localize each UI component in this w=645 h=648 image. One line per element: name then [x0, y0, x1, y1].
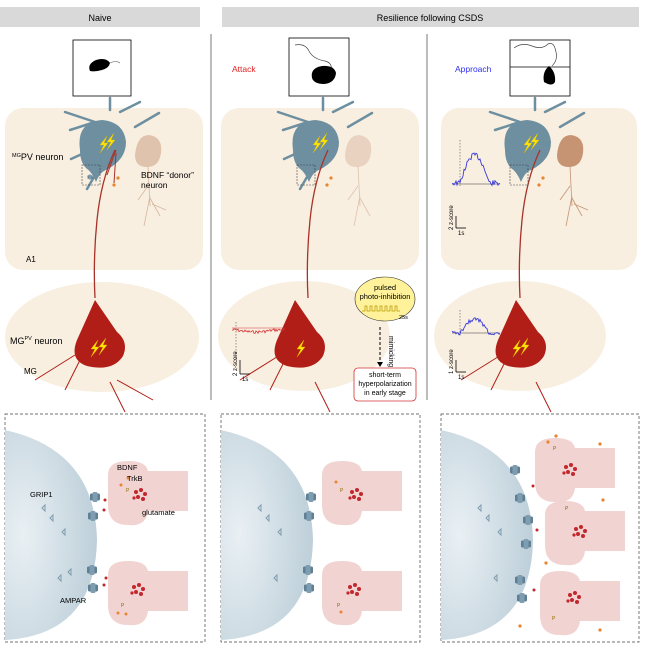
bdnf-synapse-label: BDNF: [117, 463, 138, 472]
hyperpolarization-box: [353, 367, 417, 402]
boutons-naive: [41, 461, 188, 626]
glutamate-label: glutamate: [142, 508, 175, 517]
bdnf-donor-label-2: neuron: [141, 180, 168, 190]
phospho-label-1: P: [126, 488, 130, 494]
trkb-label: TrkB: [127, 474, 143, 483]
mgpv-neuron-label: MGPV neuron: [12, 152, 63, 162]
grip1-label: GRIP1: [30, 490, 53, 499]
pulse-train: [362, 305, 400, 312]
postsynaptic-approach: [441, 430, 533, 640]
postsynaptic-attack: [221, 430, 313, 640]
attack-scale-z: 2 z-score: [233, 351, 239, 376]
bdnf-donor-neuron: [135, 135, 167, 227]
mg-pv-neuron: [34, 300, 154, 413]
approach-label: Approach: [455, 64, 492, 74]
phospho-approach-1: P: [553, 446, 557, 452]
result-line3: in early stage: [364, 390, 406, 397]
phospho-attack-1: P: [340, 488, 344, 494]
boutons-attack: [257, 461, 402, 626]
neurons-attack: 2 z-score 1s: [231, 96, 374, 413]
behavior-box-approach: Approach: [455, 39, 571, 97]
behavior-box-attack: Attack: [232, 37, 350, 97]
mg-pv-neuron-label: MGPV neuron: [10, 336, 62, 346]
pulsed-line2: photo-inhibition: [360, 292, 411, 301]
pulsed-line1: pulsed: [374, 283, 396, 292]
mg-axon: [93, 149, 116, 299]
phospho-approach-3: P: [552, 616, 556, 622]
phospho-approach-2: P: [565, 506, 569, 512]
attack-trace: 2 z-score 1s: [231, 322, 286, 383]
header-naive: Naive: [0, 7, 200, 27]
synapse-inset-box: [81, 164, 101, 186]
approach-trace-a1: 2 z-score 1s: [449, 140, 501, 237]
result-line2: hyperpolarization: [358, 381, 411, 388]
a1-label: A1: [26, 255, 36, 264]
approach-scale-s1-mg: 1s: [458, 375, 464, 381]
header-resilience: Resilience following CSDS: [222, 7, 639, 27]
neurons-approach: 2 z-score 1s 1 z-score 1s: [449, 96, 589, 413]
header-naive-label: Naive: [88, 13, 111, 23]
neurons-naive: MGPV neuron BDNF “donor” neuron MGPV neu…: [10, 96, 194, 413]
phospho-attack-2: P: [337, 603, 341, 609]
approach-scale-s1: 1s: [458, 231, 464, 237]
approach-scale-z2: 2 z-score: [449, 205, 455, 230]
attack-label: Attack: [232, 64, 256, 74]
behavior-box-naive: [72, 39, 132, 97]
approach-trace-mg: 1 z-score 1s: [449, 310, 501, 381]
phospho-label-2: P: [121, 603, 125, 609]
header-resilience-label: Resilience following CSDS: [377, 13, 484, 23]
attack-scale-s: 1s: [242, 377, 248, 383]
mimicking-label: mimicking: [387, 336, 394, 367]
pulse-duration: 25s: [399, 315, 408, 321]
pv-neuron-cortex: [63, 96, 161, 191]
mg-label: MG: [24, 367, 37, 376]
pulsed-inhibition: pulsed photo-inhibition 25s mimicking sh…: [353, 276, 417, 402]
a1-panel-approach: [441, 108, 637, 270]
bdnf-donor-label-1: BDNF “donor”: [141, 170, 194, 180]
result-line1: short-term: [369, 372, 401, 379]
ampar-label: AMPAR: [60, 596, 87, 605]
postsynaptic-naive: [5, 430, 97, 640]
approach-scale-z1: 1 z-score: [449, 349, 455, 374]
boutons-approach: [477, 434, 625, 636]
